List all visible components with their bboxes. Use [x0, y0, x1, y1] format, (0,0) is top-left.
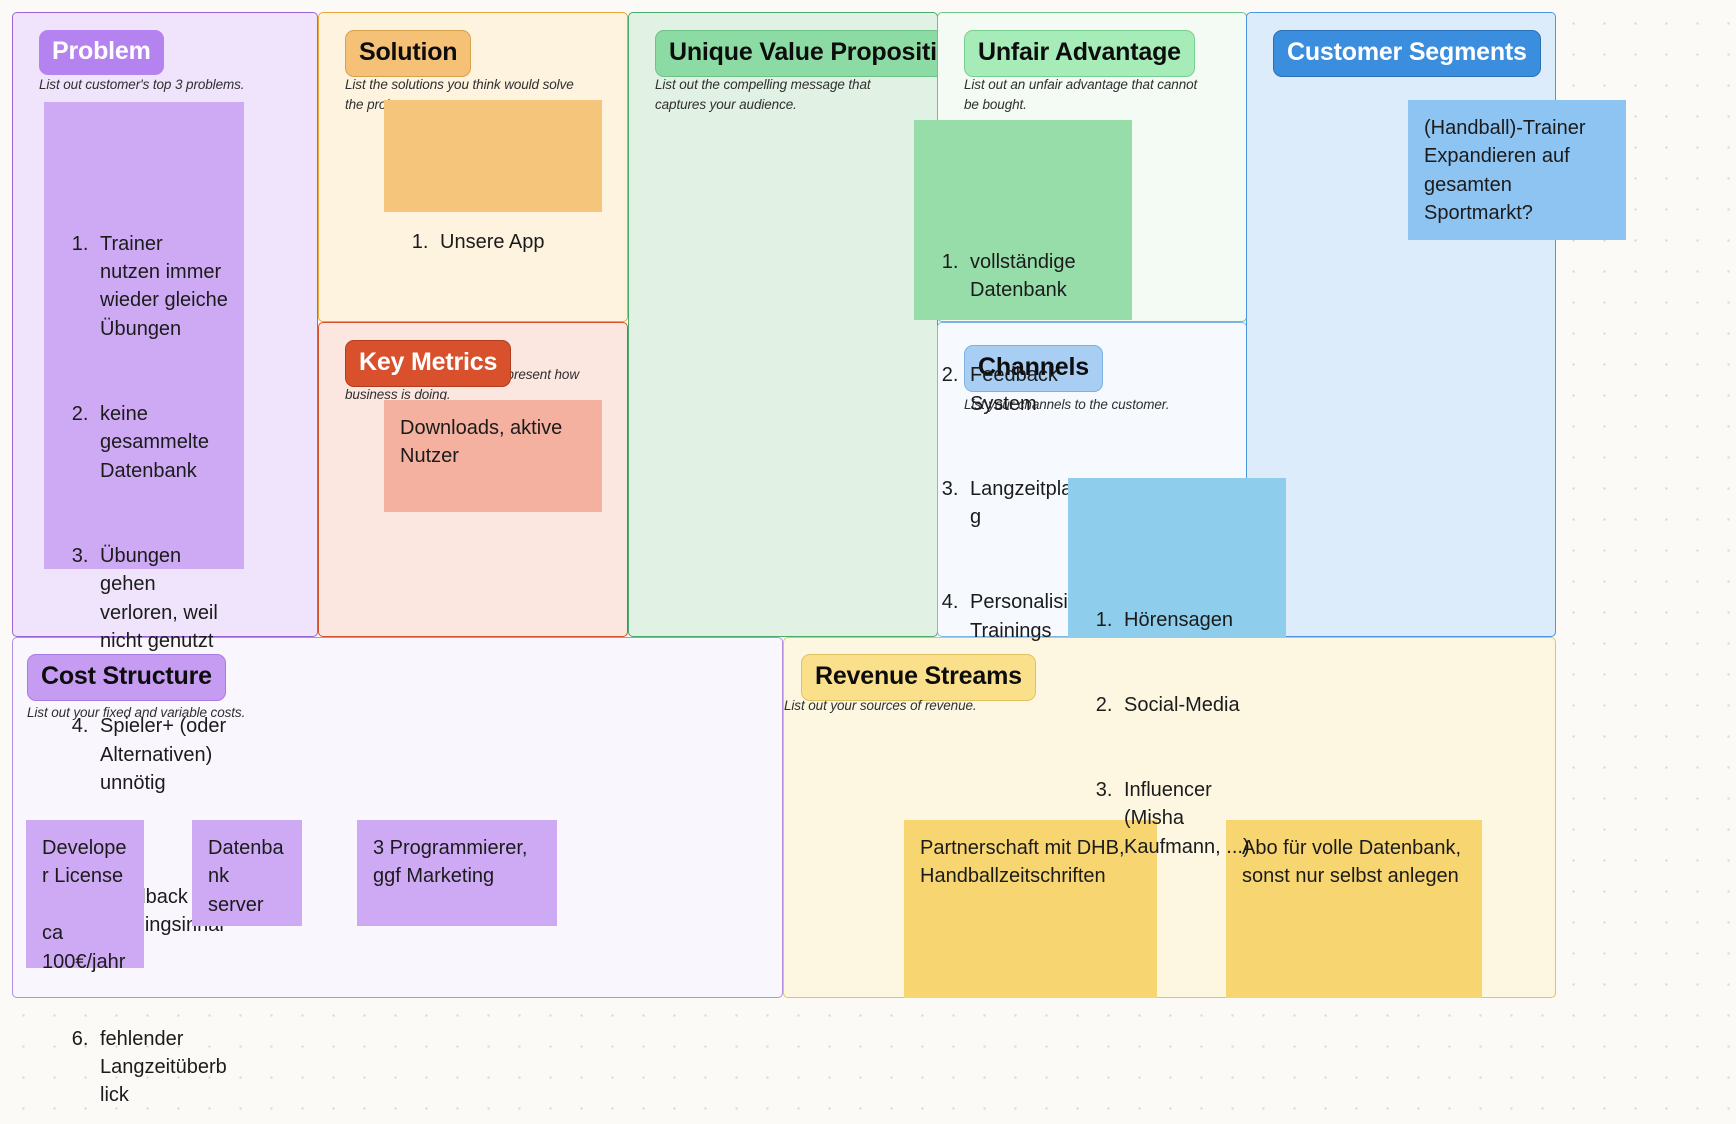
- panel-channels-header: Channels: [964, 345, 1103, 392]
- panel-cost-subtitle: List out your fixed and variable costs.: [27, 705, 246, 720]
- list-item: Trainer nutzen immer wieder gleiche Übun…: [94, 230, 228, 344]
- panel-revenue-subtitle: List out your sources of revenue.: [784, 698, 977, 713]
- sticky-note-solution[interactable]: Unsere App: [384, 100, 602, 253]
- list-item: Unsere App: [434, 228, 586, 256]
- panel-unfair-header: Unfair Advantage: [964, 30, 1195, 77]
- list-item: vollständige Datenbank: [964, 248, 1116, 305]
- channels-list: Hörensagen Social-Media Influencer (Mish…: [1084, 549, 1270, 918]
- sticky-note-cost-2[interactable]: Datenbank server: [192, 820, 302, 926]
- sticky-note-revenue-1[interactable]: Partnerschaft mit DHB, Handballzeitschri…: [904, 820, 1157, 998]
- panel-revenue-title[interactable]: Revenue Streams: [801, 654, 1036, 701]
- panel-problem-title[interactable]: Problem: [39, 30, 164, 75]
- panel-segments-title[interactable]: Customer Segments: [1273, 30, 1541, 77]
- panel-channels-title[interactable]: Channels: [964, 345, 1103, 392]
- list-item: fehlender Langzeitüberblick: [94, 1025, 228, 1110]
- sticky-note-customer-segments[interactable]: (Handball)-Trainer Expandieren auf gesam…: [1408, 100, 1626, 240]
- panel-problem-header: Problem: [39, 30, 164, 75]
- list-item: Übungen gehen verloren, weil nicht genut…: [94, 542, 228, 656]
- panel-solution-header: Solution: [345, 30, 472, 77]
- list-item: keine gesammelte Datenbank: [94, 400, 228, 485]
- list-item: Feedback System: [964, 361, 1116, 418]
- panel-unfair-title[interactable]: Unfair Advantage: [964, 30, 1195, 77]
- list-item: Spieler+ (oder Alternativen) unnötig: [94, 712, 228, 797]
- panel-uvp-subtitle: List out the compelling message that cap…: [655, 77, 871, 112]
- panel-unfair-subtitle: List out an unfair advantage that cannot…: [964, 77, 1198, 112]
- sticky-note-unique-value-proposition[interactable]: vollständige Datenbank Feedback System L…: [914, 120, 1132, 642]
- panel-uvp-header: Unique Value Proposition: [655, 30, 982, 77]
- list-item: Influencer (Misha Kaufmann, ...): [1118, 776, 1270, 861]
- list-item: Social-Media: [1118, 691, 1270, 719]
- panel-revenue-header: Revenue Streams: [801, 654, 1036, 701]
- panel-solution-title[interactable]: Solution: [345, 30, 472, 77]
- panel-uvp-title[interactable]: Unique Value Proposition: [655, 30, 982, 77]
- panel-key-metrics-header: Key Metrics: [345, 340, 512, 387]
- sticky-note-channels[interactable]: Hörensagen Social-Media Influencer (Mish…: [1068, 478, 1286, 858]
- panel-cost-title[interactable]: Cost Structure: [27, 654, 226, 701]
- sticky-note-cost-1[interactable]: Developer License ca 100€/jahr: [26, 820, 144, 973]
- sticky-note-revenue-2[interactable]: Abo für volle Datenbank, sonst nur selbs…: [1226, 820, 1482, 998]
- sticky-note-key-metrics[interactable]: Downloads, aktive Nutzer: [384, 400, 602, 512]
- panel-segments-header: Customer Segments: [1273, 30, 1541, 77]
- sticky-note-problem[interactable]: Trainer nutzen immer wieder gleiche Übun…: [44, 102, 244, 1106]
- panel-channels-subtitle: List your channels to the customer.: [964, 397, 1170, 412]
- solution-list: Unsere App: [400, 171, 586, 313]
- panel-key-metrics-title[interactable]: Key Metrics: [345, 340, 512, 387]
- panel-cost-header: Cost Structure: [27, 654, 226, 701]
- problem-list: Trainer nutzen immer wieder gleiche Übun…: [60, 173, 228, 1124]
- panel-problem-subtitle: List out customer's top 3 problems.: [39, 77, 245, 92]
- panel-unique-value-proposition[interactable]: Unique Value Proposition List out the co…: [628, 12, 982, 637]
- sticky-note-cost-3[interactable]: 3 Programmierer, ggf Marketing: [357, 820, 557, 926]
- list-item: Hörensagen: [1118, 606, 1270, 634]
